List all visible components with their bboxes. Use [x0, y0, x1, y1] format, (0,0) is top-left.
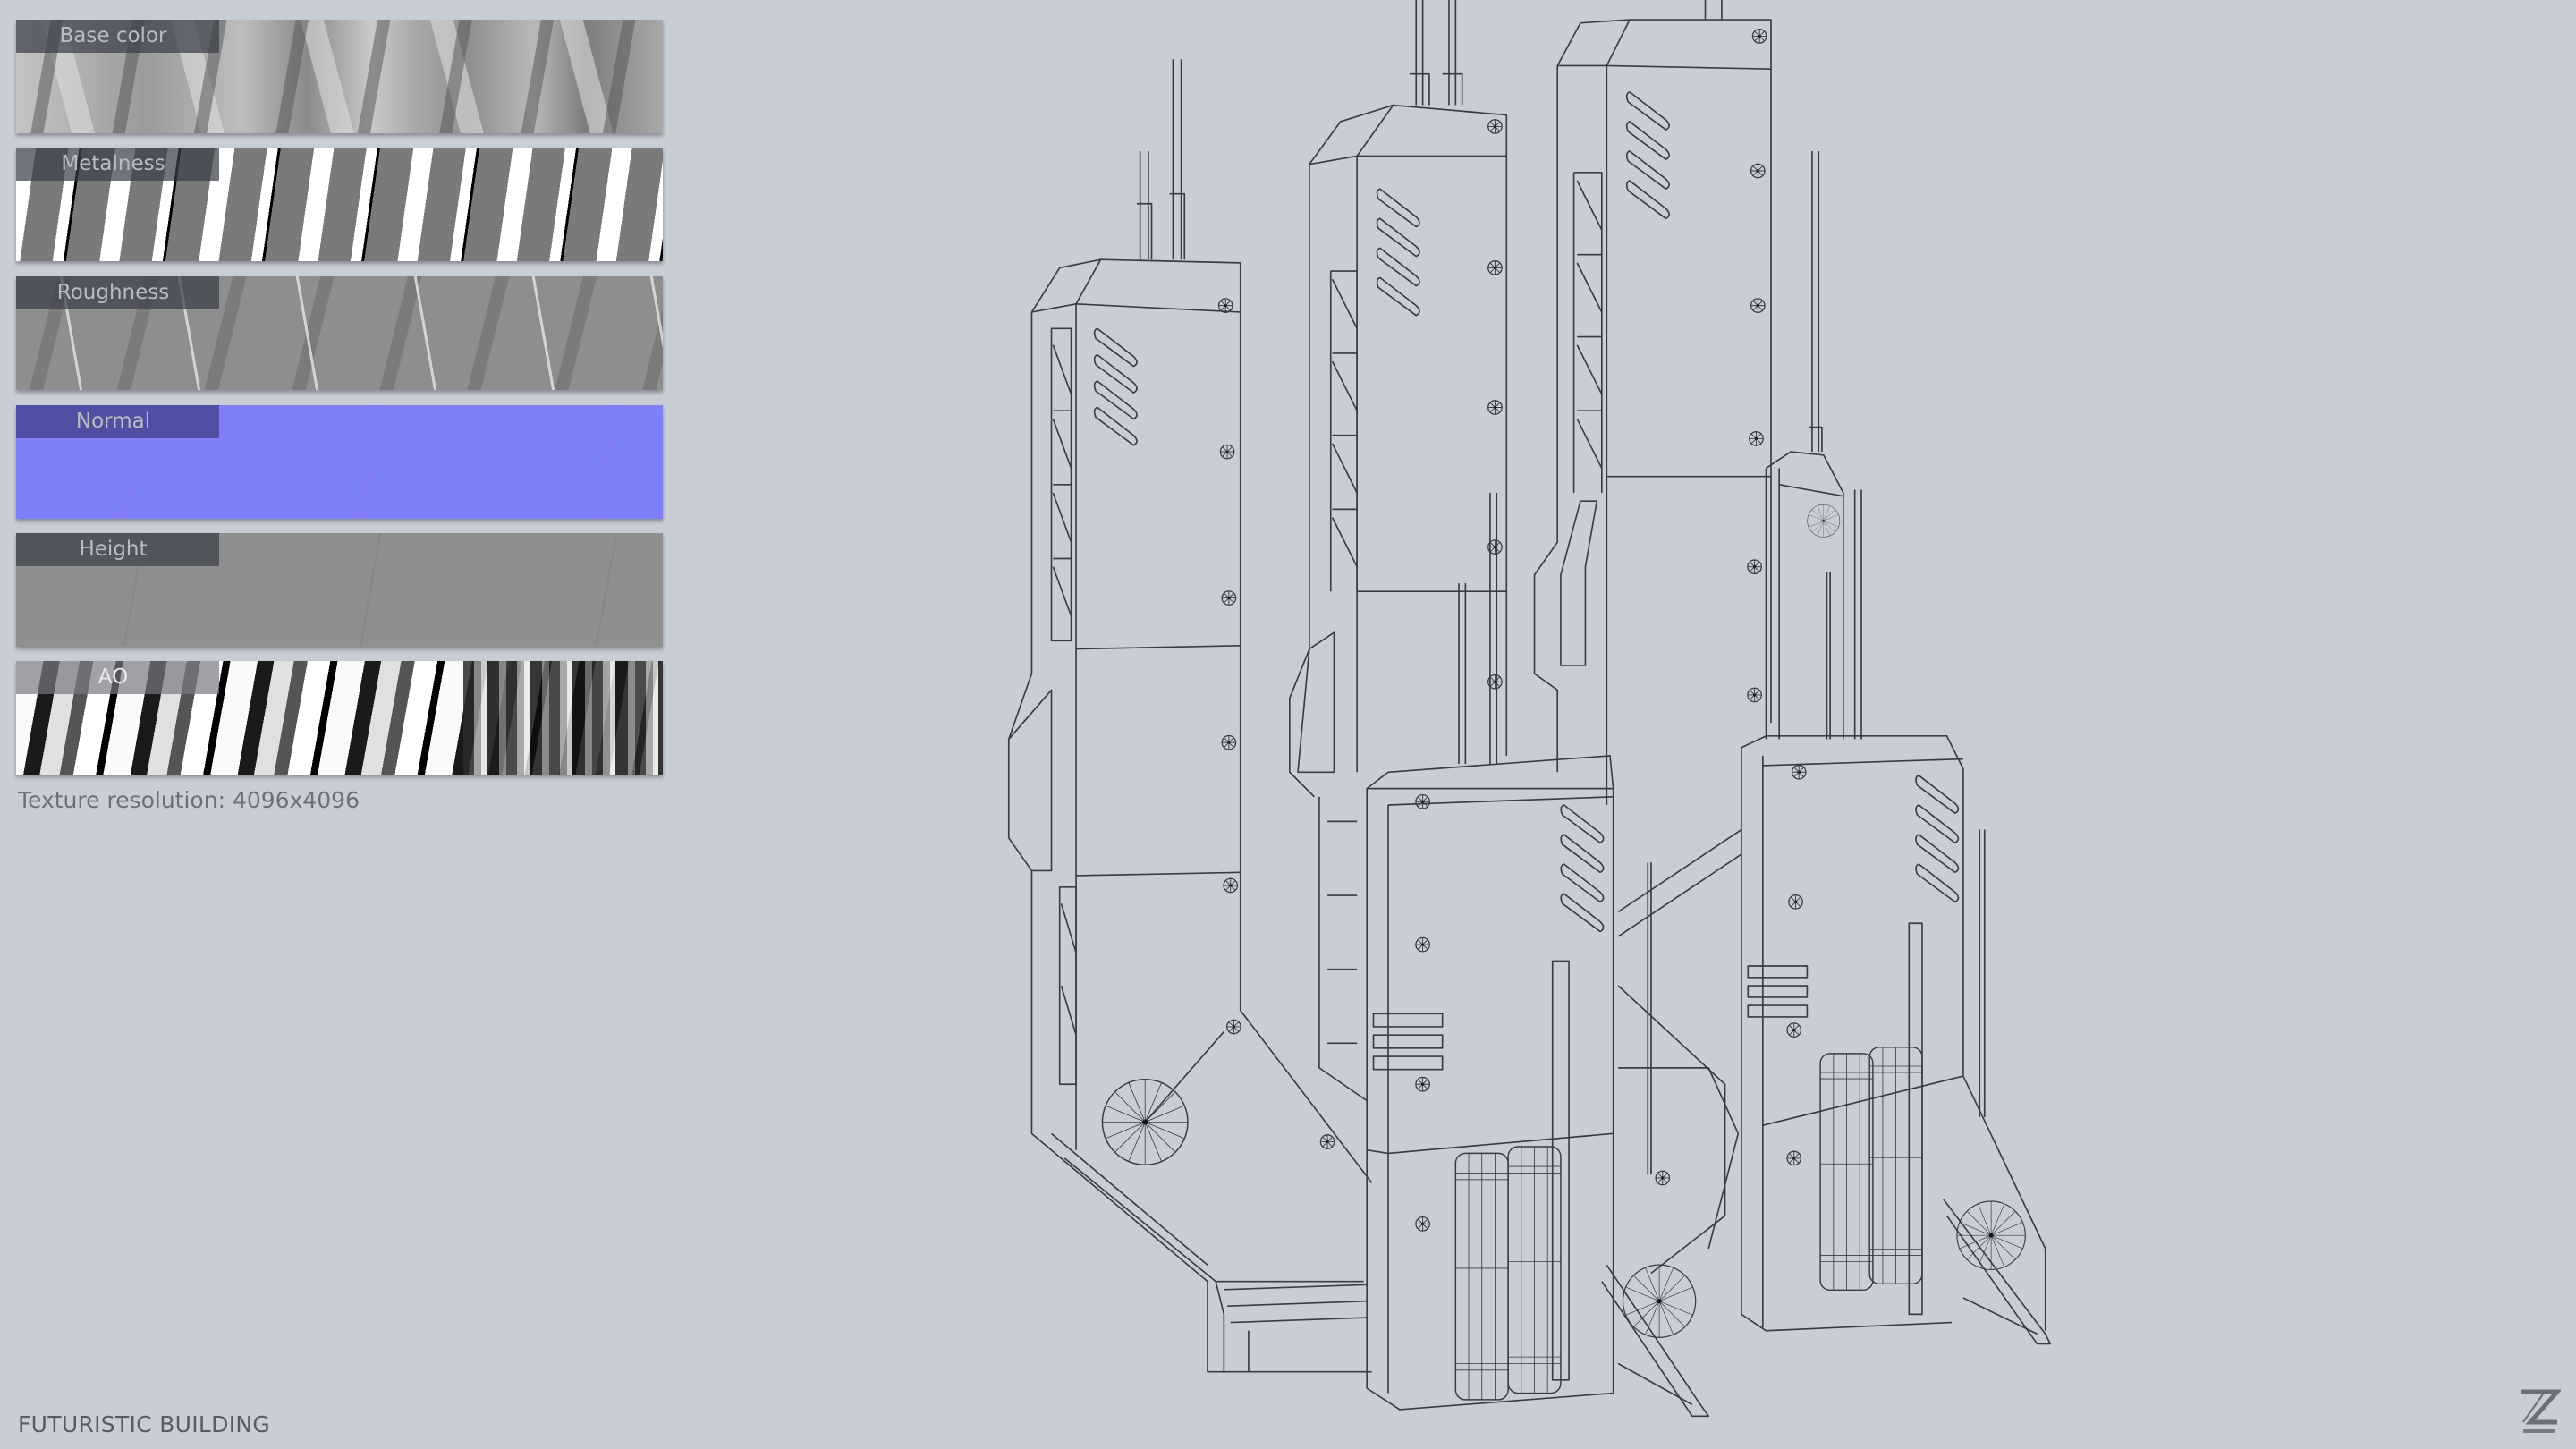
- support-leg: [1601, 1264, 1710, 1418]
- tower-a: [1007, 59, 1373, 1373]
- texture-panel-base-color: Base color: [16, 20, 663, 133]
- texture-resolution-caption: Texture resolution: 4096x4096: [18, 787, 360, 813]
- fuel-cylinder: [1819, 1053, 1874, 1292]
- texture-label: Metalness: [16, 148, 219, 181]
- metalness-texture-preview: [16, 148, 663, 261]
- tower-b: [1289, 0, 1508, 1102]
- texture-panel-roughness: Roughness: [16, 276, 663, 390]
- tower-f: [1765, 150, 1862, 740]
- texture-label: Roughness: [16, 276, 219, 309]
- fuel-cylinder: [1868, 1046, 1923, 1285]
- fan-wheel-icon: [1622, 1264, 1697, 1339]
- ao-texture-detail: [463, 661, 663, 775]
- fan-wheel-icon: [1807, 504, 1841, 538]
- bolt-icons: [1217, 28, 1807, 1233]
- fan-wheel-icon: [1101, 1078, 1189, 1166]
- fuel-cylinder: [1454, 1152, 1509, 1401]
- texture-label: Normal: [16, 405, 219, 438]
- texture-panel-metalness: Metalness: [16, 148, 663, 261]
- z-logo-icon: [2521, 1389, 2561, 1433]
- front-block-d: [1366, 493, 1742, 1411]
- texture-panel-normal: Normal: [16, 405, 663, 519]
- texture-label: AO: [16, 661, 219, 694]
- texture-panel-height: Height: [16, 533, 663, 647]
- texture-label: Base color: [16, 20, 219, 53]
- fan-wheel-icon: [1956, 1200, 2027, 1271]
- texture-label: Height: [16, 533, 219, 566]
- texture-panel-ao: AO: [16, 661, 663, 775]
- tower-c: [1533, 0, 1772, 805]
- model-title: FUTURISTIC BUILDING: [18, 1411, 271, 1437]
